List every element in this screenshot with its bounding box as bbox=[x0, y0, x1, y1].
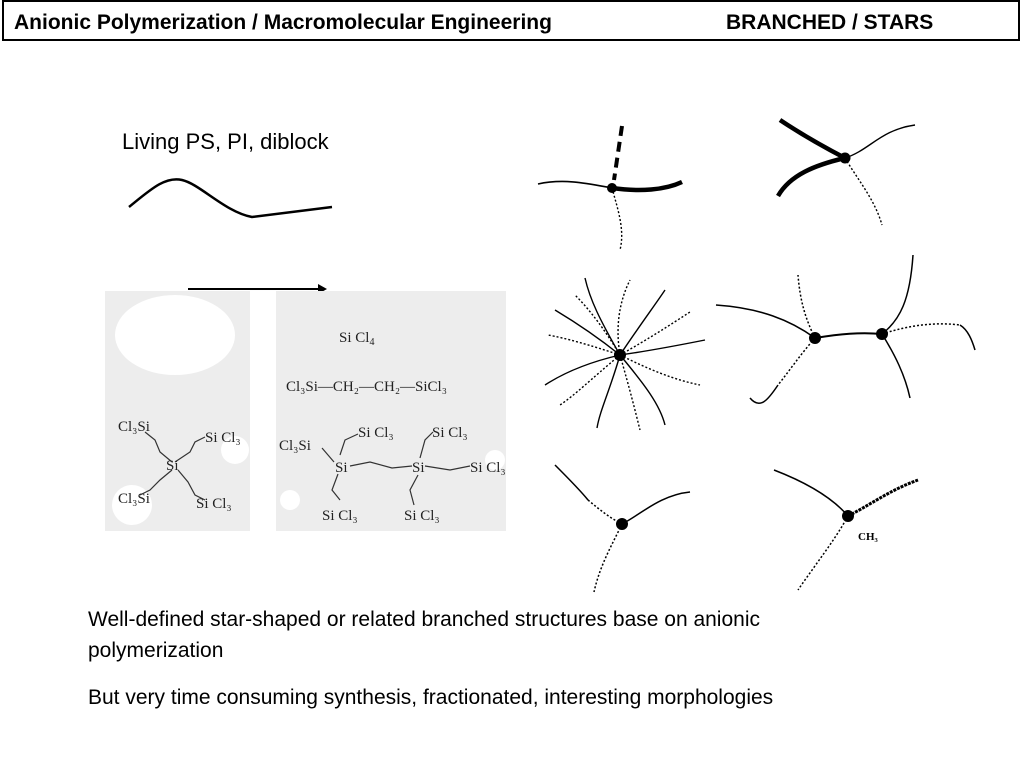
tetrachlorosilane-ethyl-star bbox=[139, 431, 206, 501]
si-right-2: Si bbox=[412, 460, 425, 476]
star-polymer-5 bbox=[554, 464, 691, 593]
cl3si-bottom-left: Cl₃Si bbox=[118, 491, 150, 507]
bis-silane-star bbox=[321, 431, 471, 506]
si-center-left: Si bbox=[166, 458, 179, 474]
star-polymer-1 bbox=[537, 125, 683, 251]
si-right-1: Si bbox=[335, 460, 348, 476]
sicl3-right-1: Si Cl₃ bbox=[358, 425, 394, 441]
title-bar: Anionic Polymerization / Macromolecular … bbox=[2, 0, 1020, 41]
sicl3-right-2: Si Cl₃ bbox=[432, 425, 468, 441]
living-chain-curve bbox=[128, 178, 333, 219]
slide-topic: BRANCHED / STARS bbox=[726, 11, 934, 34]
slide-title: Anionic Polymerization / Macromolecular … bbox=[14, 11, 552, 34]
sicl3-top-right: Si Cl₃ bbox=[205, 430, 241, 446]
star-polymer-3 bbox=[544, 277, 706, 431]
ethylene-bridge-formula: Cl₃Si—CH₂—CH₂—SiCl₃ bbox=[286, 379, 447, 395]
sicl4-formula: Si Cl4 bbox=[339, 330, 374, 348]
living-polymer-label: Living PS, PI, diblock bbox=[122, 129, 329, 154]
sicl3-right-3: Si Cl₃ bbox=[470, 460, 506, 476]
sicl3-right-5: Si Cl₃ bbox=[404, 508, 440, 524]
star-polymer-2 bbox=[776, 118, 916, 226]
star-polymer-4 bbox=[715, 254, 976, 404]
star-polymer-6 bbox=[773, 469, 919, 591]
cl3si-top-left: Cl₃Si bbox=[118, 419, 150, 435]
sicl3-right-4: Si Cl₃ bbox=[322, 508, 358, 524]
cl3si-right-structure: Cl₃Si bbox=[279, 438, 311, 454]
linker-chemistry-image: Si Cl4 Cl₃Si—CH₂—CH₂—SiCl₃ Cl₃Si Si Cl₃ … bbox=[105, 291, 506, 531]
ch3-label: CH₃ bbox=[858, 531, 879, 543]
body-paragraph-1: Well-defined star-shaped or related bran… bbox=[88, 608, 760, 662]
sicl3-bottom-right: Si Cl₃ bbox=[196, 496, 232, 512]
body-paragraph-2: But very time consuming synthesis, fract… bbox=[88, 686, 774, 709]
